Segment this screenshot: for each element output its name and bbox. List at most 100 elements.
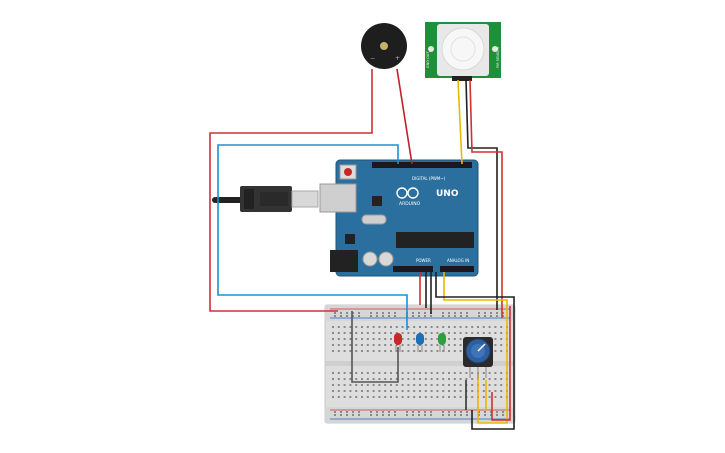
breadboard-hole <box>424 344 427 346</box>
breadboard-hole <box>382 414 384 416</box>
breadboard-hole <box>484 414 486 416</box>
breadboard-hole <box>496 414 498 416</box>
wire-analog-pot <box>443 272 508 424</box>
breadboard-hole <box>334 312 336 314</box>
breadboard-hole <box>471 384 474 386</box>
breadboard-hole <box>378 332 381 334</box>
breadboard-hole <box>384 338 387 340</box>
breadboard-hole <box>490 411 492 413</box>
breadboard-hole <box>484 315 486 317</box>
breadboard-hole <box>401 372 404 374</box>
breadboard-hole <box>413 378 416 380</box>
usb-connector-metal <box>291 190 319 208</box>
breadboard-hole <box>494 378 497 380</box>
breadboard-hole <box>337 326 340 328</box>
breadboard-hole <box>442 315 444 317</box>
buzzer-minus-label: − <box>370 55 375 62</box>
breadboard-hole <box>378 384 381 386</box>
breadboard-hole <box>407 350 410 352</box>
breadboard-hole <box>406 414 408 416</box>
breadboard-hole <box>460 312 462 314</box>
breadboard-hole <box>442 378 445 380</box>
breadboard-hole <box>413 344 416 346</box>
breadboard-hole <box>349 372 352 374</box>
breadboard-hole <box>465 378 468 380</box>
breadboard-hole <box>343 326 346 328</box>
breadboard-hole <box>366 326 369 328</box>
breadboard-hole <box>500 326 503 328</box>
breadboard-hole <box>459 396 462 398</box>
breadboard-hole <box>430 332 433 334</box>
breadboard-hole <box>448 411 450 413</box>
breadboard-hole <box>390 372 392 374</box>
breadboard-hole <box>442 384 445 386</box>
breadboard-hole <box>388 414 390 416</box>
breadboard-hole <box>384 396 387 398</box>
breadboard-hole <box>401 344 404 346</box>
breadboard-hole <box>430 384 433 386</box>
breadboard-hole <box>454 312 456 314</box>
breadboard-hole <box>413 350 416 352</box>
breadboard-hole <box>334 414 336 416</box>
breadboard-hole <box>337 378 340 380</box>
breadboard-hole <box>407 332 410 334</box>
breadboard-hole <box>395 372 398 374</box>
breadboard-hole <box>388 315 390 317</box>
breadboard-hole <box>366 350 369 352</box>
breadboard-hole <box>466 411 468 413</box>
breadboard-hole <box>490 414 492 416</box>
breadboard-hole <box>340 414 342 416</box>
breadboard-hole <box>395 344 398 346</box>
breadboard-hole <box>355 350 358 352</box>
breadboard-hole <box>378 390 381 392</box>
breadboard-hole <box>390 390 392 392</box>
breadboard-hole <box>482 390 485 392</box>
breadboard-hole <box>395 332 398 334</box>
breadboard-hole <box>355 332 358 334</box>
pir-label-right: PIR SENSOR <box>496 46 500 68</box>
breadboard-hole <box>413 338 416 340</box>
breadboard-hole <box>332 326 334 328</box>
breadboard-hole <box>413 390 416 392</box>
breadboard-hole <box>459 378 462 380</box>
breadboard-hole <box>332 396 334 398</box>
breadboard-hole <box>442 372 445 374</box>
breadboard-hole <box>346 315 348 317</box>
breadboard-hole <box>494 372 497 374</box>
breadboard-hole <box>384 344 387 346</box>
breadboard-hole <box>349 396 352 398</box>
breadboard-hole <box>366 378 369 380</box>
breadboard-hole <box>372 326 375 328</box>
breadboard-hole <box>419 350 421 352</box>
breadboard-hole <box>366 338 369 340</box>
breadboard-hole <box>442 332 445 334</box>
breadboard-hole <box>453 338 456 340</box>
breadboard-hole <box>361 338 363 340</box>
arduino-uno: UNO ARDUINO DIGITAL (PWM~) POWER ANALOG … <box>212 159 479 277</box>
breadboard-hole <box>384 332 387 334</box>
breadboard-hole <box>378 344 381 346</box>
breadboard-hole <box>343 332 346 334</box>
breadboard-hole <box>471 378 474 380</box>
breadboard-hole <box>337 338 340 340</box>
breadboard-hole <box>340 315 342 317</box>
breadboard-hole <box>419 372 421 374</box>
breadboard-hole <box>436 396 439 398</box>
breadboard-hole <box>459 384 462 386</box>
breadboard-hole <box>482 326 485 328</box>
breadboard-hole <box>418 414 420 416</box>
breadboard-hole <box>500 332 503 334</box>
breadboard-hole <box>482 332 485 334</box>
breadboard-hole <box>334 411 336 413</box>
breadboard-hole <box>412 312 414 314</box>
breadboard-hole <box>361 378 363 380</box>
breadboard <box>324 304 516 424</box>
breadboard-hole <box>424 350 427 352</box>
breadboard-hole <box>484 411 486 413</box>
breadboard-hole <box>390 338 392 340</box>
breadboard-hole <box>412 315 414 317</box>
breadboard-hole <box>388 312 390 314</box>
led-red <box>394 333 402 352</box>
breadboard-hole <box>378 350 381 352</box>
breadboard-hole <box>355 344 358 346</box>
